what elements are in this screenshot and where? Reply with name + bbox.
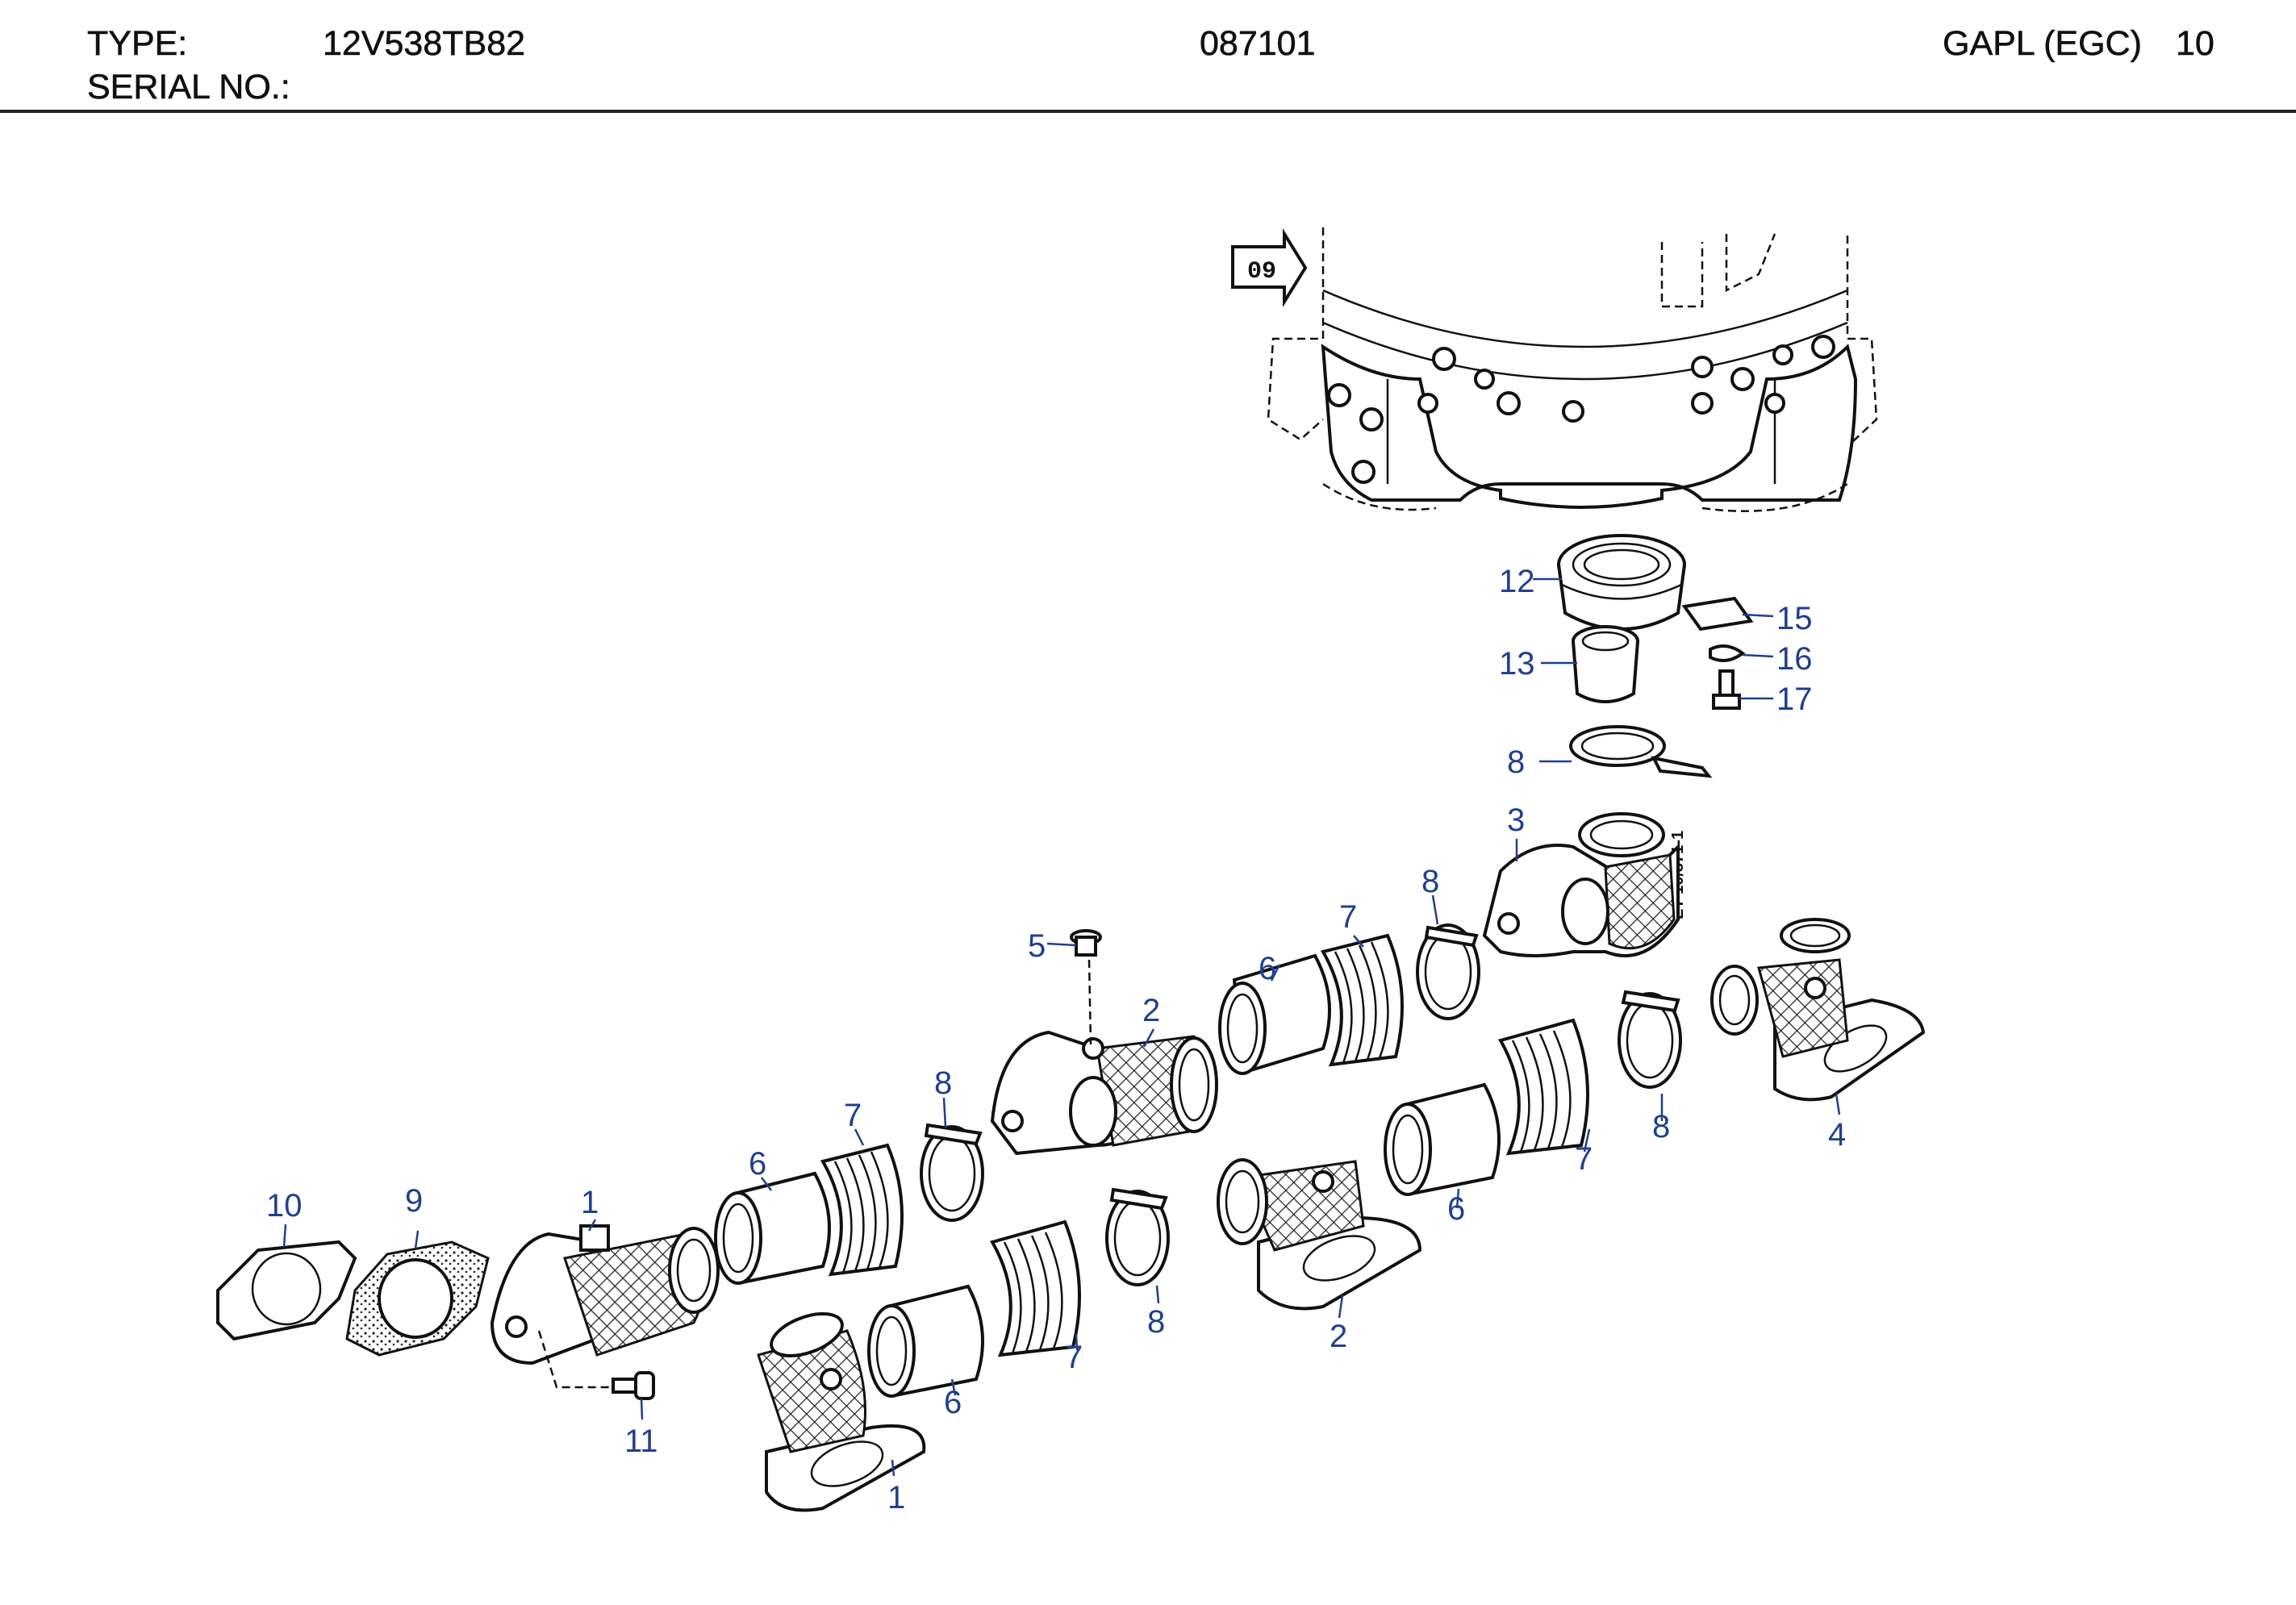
callout-1-lower[interactable]: 1 xyxy=(887,1480,905,1515)
callout-1-upper[interactable]: 1 xyxy=(581,1185,599,1220)
part-5-plug xyxy=(1070,929,1102,1045)
part-16-lock-plate xyxy=(1709,644,1746,662)
callout-15[interactable]: 15 xyxy=(1776,601,1813,636)
reference-tag-09[interactable]: 09 xyxy=(1231,227,1308,308)
part-17-screw xyxy=(1712,669,1741,710)
part-15-tab-washer xyxy=(1681,596,1754,632)
part-10-cover-plate xyxy=(216,1240,357,1341)
part-6-sleeve-a xyxy=(1218,953,1331,1075)
part-8-clamp-d xyxy=(1618,990,1682,1089)
group-number: 10 xyxy=(2176,24,2215,64)
part-7-bellows-d xyxy=(1497,1018,1589,1156)
part-13-sleeve xyxy=(1572,625,1639,703)
callout-8-upper[interactable]: 8 xyxy=(1421,864,1439,899)
callout-2-upper[interactable]: 2 xyxy=(1142,993,1160,1028)
callout-12[interactable]: 12 xyxy=(1499,564,1535,599)
callout-6-mid[interactable]: 6 xyxy=(749,1146,766,1182)
part-3-elbow xyxy=(1482,812,1680,957)
part-7-bellows-a xyxy=(1320,933,1404,1067)
part-8-clamp-a xyxy=(1416,923,1480,1020)
callout-8-mid[interactable]: 8 xyxy=(934,1065,952,1101)
part-8-clamp-top xyxy=(1569,725,1713,778)
part-11-screw xyxy=(537,1330,655,1400)
callout-16[interactable]: 16 xyxy=(1776,641,1813,677)
callouts: 12 13 15 16 17 8 3 5 2 6 7 8 4 8 7 6 2 8… xyxy=(266,564,1846,1515)
type-value: 12V538TB82 xyxy=(323,24,526,64)
part-2-elbow-upper xyxy=(990,1030,1218,1156)
callout-3[interactable]: 3 xyxy=(1507,802,1525,838)
part-7-bellows-c xyxy=(989,1219,1081,1357)
part-6-sleeve-c xyxy=(867,1284,984,1398)
part-6-sleeve-b xyxy=(714,1171,831,1285)
callout-10[interactable]: 10 xyxy=(266,1188,303,1224)
part-1-elbow-lower xyxy=(757,1312,926,1512)
callout-17[interactable]: 17 xyxy=(1776,682,1813,717)
part-6-sleeve-d xyxy=(1384,1082,1501,1196)
reference-tag-label: 09 xyxy=(1247,258,1276,286)
part-7-bellows-b xyxy=(820,1143,904,1277)
callout-7-right[interactable]: 7 xyxy=(1575,1141,1593,1177)
callout-8-right[interactable]: 8 xyxy=(1652,1109,1670,1144)
callout-6-lower[interactable]: 6 xyxy=(944,1385,962,1420)
group-code: GAPL (EGC) xyxy=(1943,24,2143,64)
leader-lines xyxy=(282,577,1841,1477)
part-1-elbow-upper xyxy=(490,1224,720,1365)
type-label: TYPE: xyxy=(87,24,188,64)
callout-4[interactable]: 4 xyxy=(1828,1117,1846,1153)
callout-6-right[interactable]: 6 xyxy=(1447,1191,1465,1227)
serial-number-label: SERIAL NO.: xyxy=(87,68,290,107)
callout-7-mid[interactable]: 7 xyxy=(844,1098,862,1133)
header-divider xyxy=(0,110,2296,113)
callout-2-lower[interactable]: 2 xyxy=(1330,1319,1347,1354)
turbocharger-housing xyxy=(1267,227,1878,512)
part-4-branch-pipe xyxy=(1710,918,1926,1102)
part-8-clamp-b xyxy=(920,1123,984,1222)
part-9-gasket xyxy=(345,1240,490,1357)
callout-5[interactable]: 5 xyxy=(1028,928,1046,964)
callout-8-lower[interactable]: 8 xyxy=(1147,1304,1165,1340)
document-number: 087101 xyxy=(1200,24,1316,64)
callout-7-lower[interactable]: 7 xyxy=(1065,1340,1083,1375)
callout-9[interactable]: 9 xyxy=(405,1183,423,1219)
part-8-clamp-c xyxy=(1105,1187,1170,1286)
callout-8-top[interactable]: 8 xyxy=(1507,744,1525,780)
callout-11[interactable]: 11 xyxy=(624,1424,658,1459)
callout-7-upper[interactable]: 7 xyxy=(1339,899,1357,935)
part-12-flange-ring xyxy=(1557,534,1686,631)
callout-13[interactable]: 13 xyxy=(1499,646,1535,682)
part-2-elbow-lower xyxy=(1217,1158,1422,1311)
callout-6-upper[interactable]: 6 xyxy=(1259,951,1276,986)
